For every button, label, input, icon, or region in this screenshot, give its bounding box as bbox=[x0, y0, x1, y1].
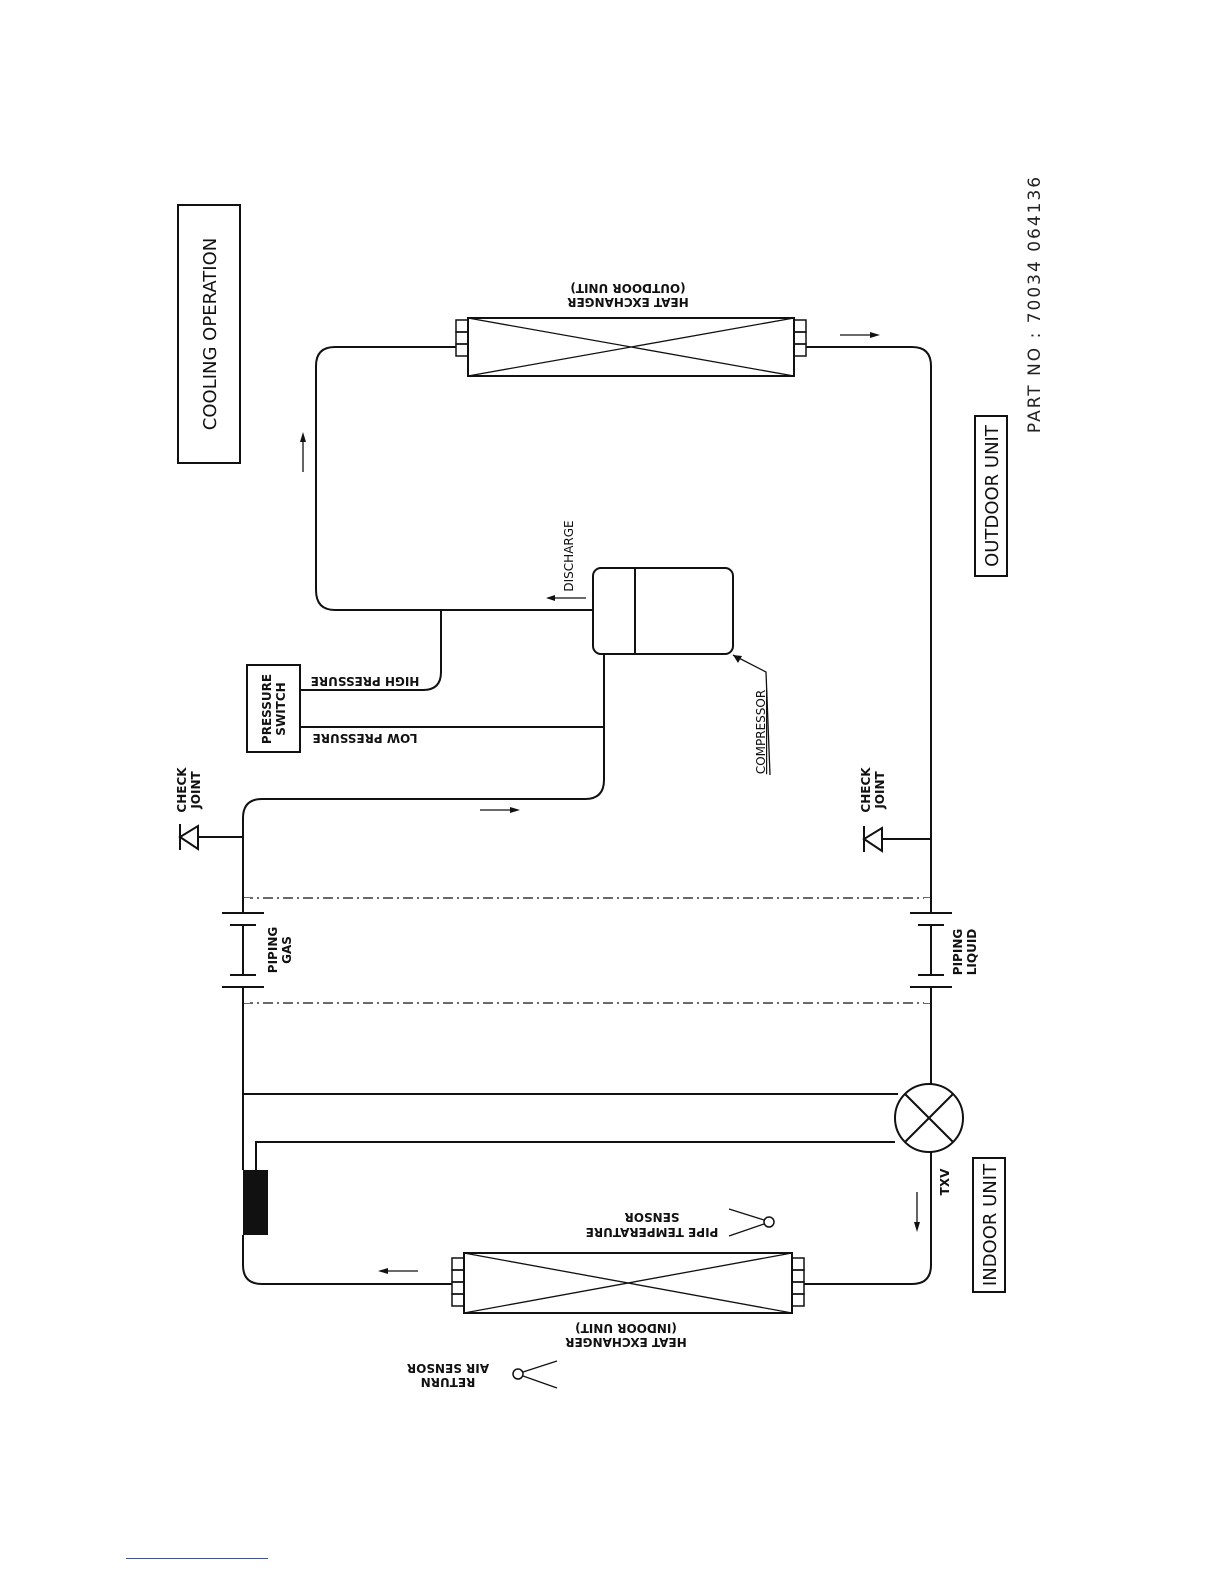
txv-label: TXV bbox=[938, 1168, 952, 1195]
outdoor-hx-label-2: (OUTDOOR UNIT) bbox=[570, 281, 685, 295]
pipe-temperature-sensor: PIPE TEMPERATURE SENSOR bbox=[586, 1209, 774, 1239]
pressure-switch: PRESSURE SWITCH bbox=[247, 665, 300, 752]
pressure-switch-label-1: PRESSURE bbox=[260, 674, 274, 744]
check-joint-gas: CHECK JOINT bbox=[175, 767, 243, 850]
piping-liquid-label-1: PIPING bbox=[951, 929, 965, 975]
compressor-label: COMPRESSOR bbox=[754, 690, 768, 774]
check-joint-gas-label-1: CHECK bbox=[175, 767, 189, 813]
outdoor-hx-label-1: HEAT EXCHANGER bbox=[567, 295, 688, 309]
high-pressure-label: HIGH PRESSURE bbox=[311, 674, 420, 688]
pipe-temp-label-2: SENSOR bbox=[625, 1210, 680, 1224]
page-title: COOLING OPERATION bbox=[200, 238, 221, 430]
flow-arrows bbox=[300, 332, 920, 1274]
check-joint-liquid-label-1: CHECK bbox=[859, 767, 873, 813]
outdoor-unit-label: OUTDOOR UNIT bbox=[982, 424, 1003, 567]
piping-gas-label-2: GAS bbox=[280, 936, 294, 964]
indoor-unit-label: INDOOR UNIT bbox=[980, 1163, 1001, 1286]
return-air-sensor: RETURN AIR SENSOR bbox=[407, 1361, 557, 1389]
check-joint-gas-label-2: JOINT bbox=[189, 771, 203, 810]
part-number: PART NO : 70034 064136 bbox=[1025, 175, 1045, 433]
low-pressure-label: LOW PRESSURE bbox=[313, 731, 418, 745]
return-air-label-2: AIR SENSOR bbox=[407, 1361, 489, 1375]
compressor: COMPRESSOR bbox=[593, 568, 770, 775]
piping-liquid: PIPING LIQUID bbox=[910, 898, 979, 1003]
piping-liquid-label-2: LIQUID bbox=[965, 929, 979, 976]
indoor-hx-label-1: HEAT EXCHANGER bbox=[565, 1335, 686, 1349]
outdoor-heat-exchanger: HEAT EXCHANGER (OUTDOOR UNIT) bbox=[456, 281, 806, 376]
gas-pipe bbox=[243, 654, 604, 1170]
check-joint-liquid: CHECK JOINT bbox=[859, 767, 931, 852]
title-box: COOLING OPERATION bbox=[178, 205, 240, 463]
check-joint-liquid-label-2: JOINT bbox=[873, 771, 887, 810]
indoor-heat-exchanger: HEAT EXCHANGER (INDOOR UNIT) bbox=[452, 1253, 804, 1349]
sensing-bulb bbox=[243, 1170, 268, 1235]
liquid-pipe-outdoor bbox=[806, 347, 931, 1092]
txv-valve: TXV bbox=[895, 1084, 963, 1195]
discharge-label: DISCHARGE bbox=[562, 520, 576, 591]
discharge-pipe bbox=[316, 347, 593, 610]
indoor-hx-label-2: (INDOOR UNIT) bbox=[575, 1321, 677, 1335]
outdoor-unit-box: OUTDOOR UNIT bbox=[975, 416, 1007, 576]
pressure-switch-label-2: SWITCH bbox=[274, 682, 288, 735]
indoor-unit-box: INDOOR UNIT bbox=[973, 1158, 1005, 1292]
piping-gas: PIPING GAS bbox=[222, 898, 294, 1003]
footer-rule bbox=[126, 1558, 268, 1559]
return-air-label-1: RETURN bbox=[421, 1375, 476, 1389]
liquid-pipe-indoor bbox=[804, 1144, 931, 1284]
txv-bulb-line bbox=[256, 1142, 895, 1170]
pipe-temp-label-1: PIPE TEMPERATURE bbox=[586, 1225, 719, 1239]
piping-gas-label-1: PIPING bbox=[266, 927, 280, 973]
gas-pipe-indoor bbox=[243, 1235, 452, 1284]
